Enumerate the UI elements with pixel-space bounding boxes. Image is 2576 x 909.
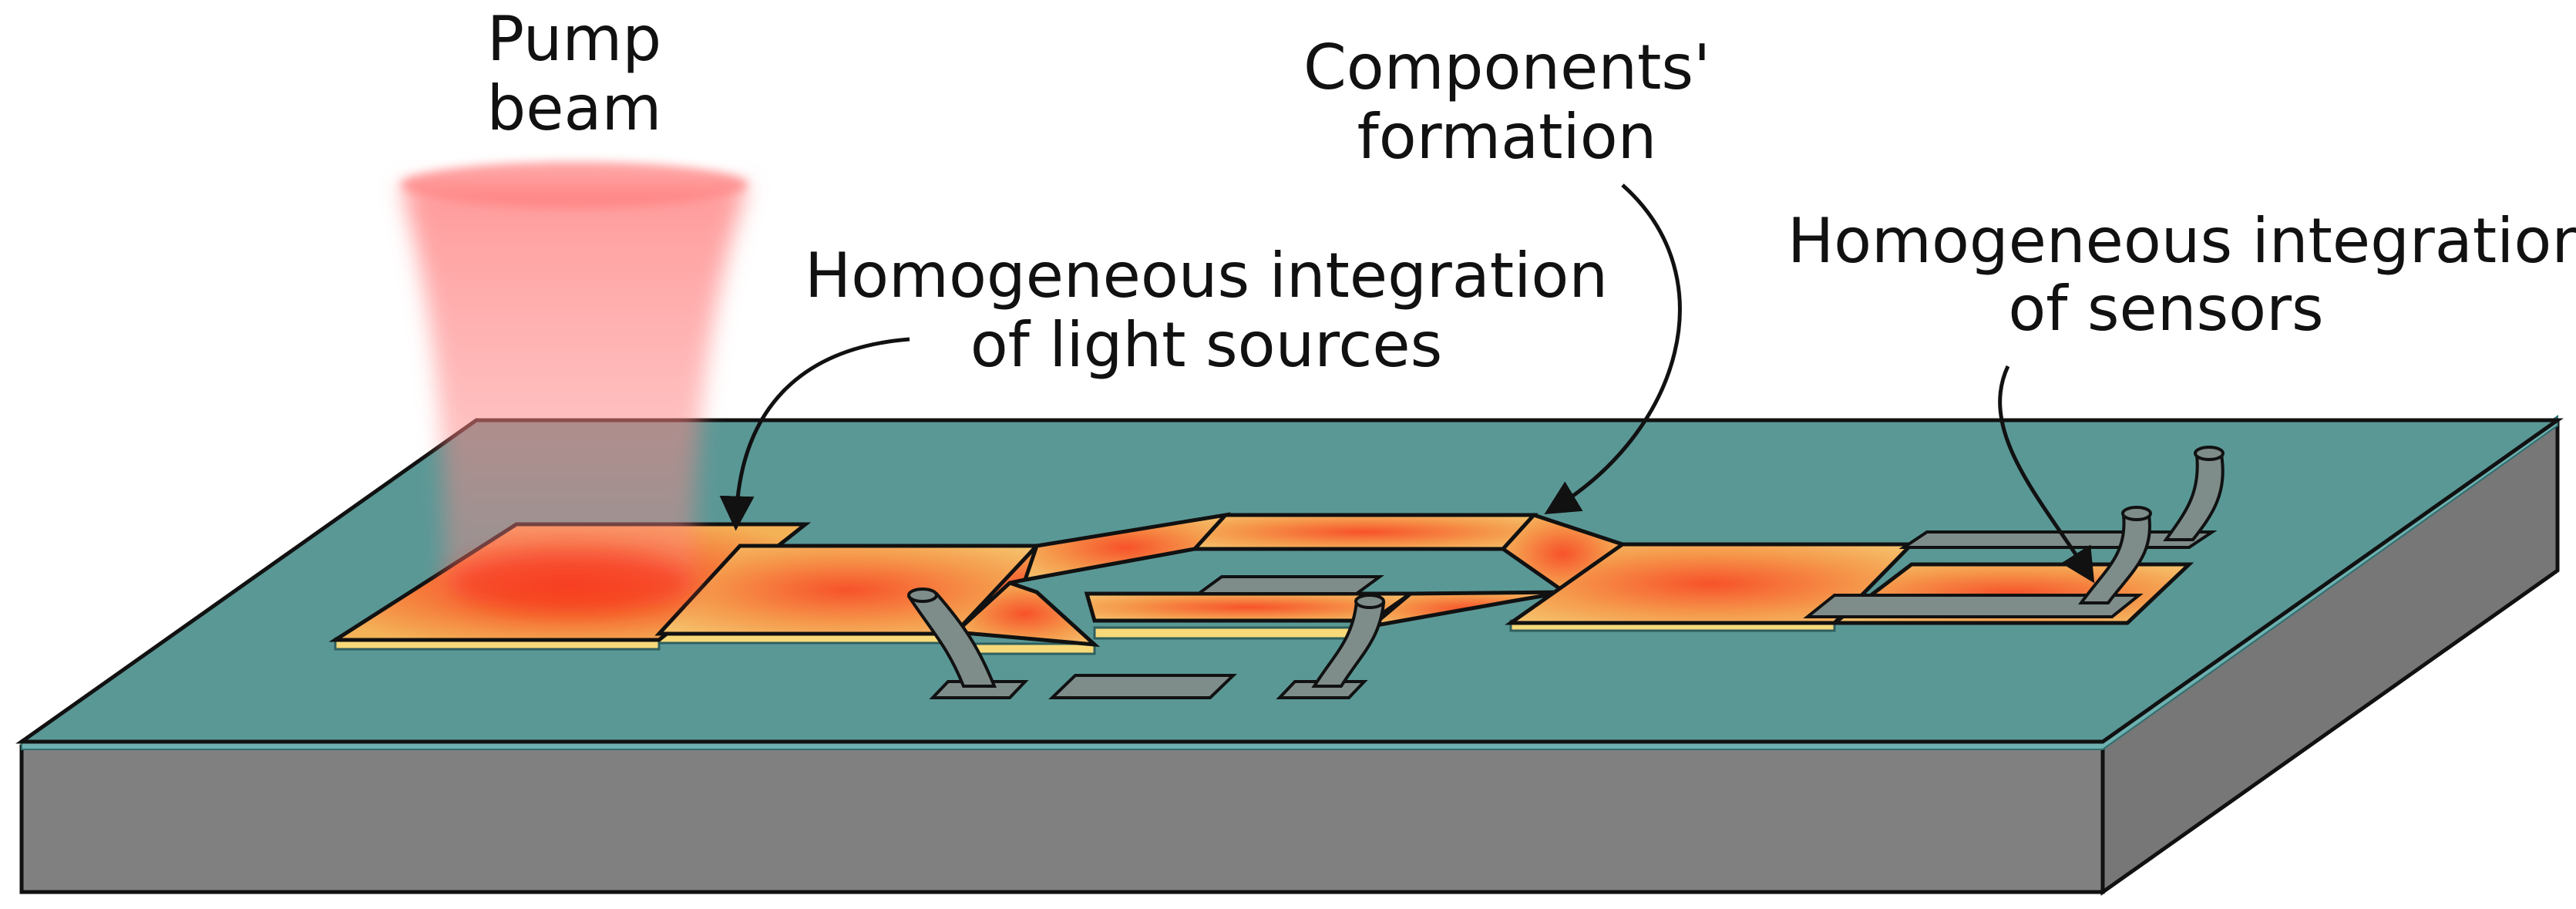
svg-text:Homogeneous integration: Homogeneous integration: [805, 240, 1608, 311]
label-pump-beam: Pump beam: [487, 3, 662, 144]
svg-text:Homogeneous integration: Homogeneous integration: [1787, 205, 2576, 277]
electrode-pad-icon: [1048, 674, 1237, 699]
ring-segment-top: [1190, 513, 1539, 551]
pump-beam-icon: [401, 162, 748, 613]
electrodes: [929, 530, 2218, 699]
svg-text:beam: beam: [487, 72, 662, 144]
svg-text:Components': Components': [1303, 32, 1710, 103]
electrode-pad-icon: [1193, 575, 1385, 595]
label-light-sources: Homogeneous integration of light sources: [805, 240, 1608, 381]
svg-text:of light sources: of light sources: [970, 309, 1443, 381]
label-sensors: Homogeneous integration of sensors: [1787, 205, 2576, 345]
svg-text:Pump: Pump: [487, 3, 661, 75]
curved-arrow-icon: [1998, 365, 2095, 584]
svg-text:formation: formation: [1357, 101, 1657, 173]
substrate: [15, 415, 2564, 896]
curved-arrow-icon: [719, 337, 910, 531]
wire-lead-icon: [906, 591, 997, 688]
electrode-pad-icon: [1803, 594, 2144, 618]
curved-arrow-icon: [1544, 183, 1682, 515]
substrate-front-face: [19, 744, 2105, 894]
electrode-pad-icon: [929, 680, 1029, 699]
wire-leads: [906, 446, 2225, 688]
wire-lead-icon: [1311, 599, 1386, 688]
wire-lead-icon: [2163, 453, 2225, 541]
wire-lead-icon: [2078, 513, 2151, 604]
annotation-arrows: [719, 183, 2095, 584]
label-components-formation: Components' formation: [1303, 32, 1710, 173]
svg-text:of sensors: of sensors: [2008, 273, 2323, 345]
